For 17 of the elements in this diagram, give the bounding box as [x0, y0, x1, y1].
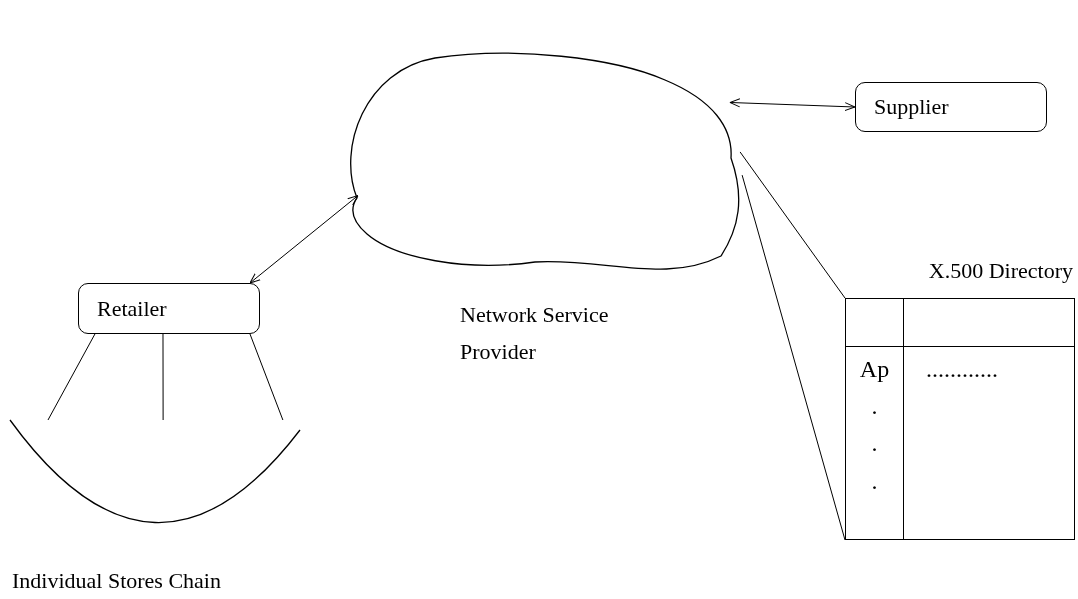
double-arrow	[729, 98, 856, 112]
table-title: X.500 Directory	[928, 257, 1073, 285]
connector-line	[739, 151, 846, 299]
stores-label: Individual Stores Chain	[12, 567, 221, 595]
double-arrow	[249, 195, 359, 284]
table-entry: .	[871, 466, 878, 496]
table-entry: Ap	[859, 355, 890, 384]
table-entry: ............	[926, 355, 998, 384]
connector-line	[249, 333, 284, 421]
connector-line	[741, 174, 846, 541]
table-entry: .	[871, 392, 878, 422]
table-entry: .	[871, 429, 878, 459]
connector-line	[47, 333, 96, 421]
entity-box: Retailer	[78, 283, 260, 334]
entity-box: Supplier	[855, 82, 1047, 132]
connector-line	[162, 333, 164, 421]
cloud-label: Network Service Provider	[460, 301, 610, 367]
